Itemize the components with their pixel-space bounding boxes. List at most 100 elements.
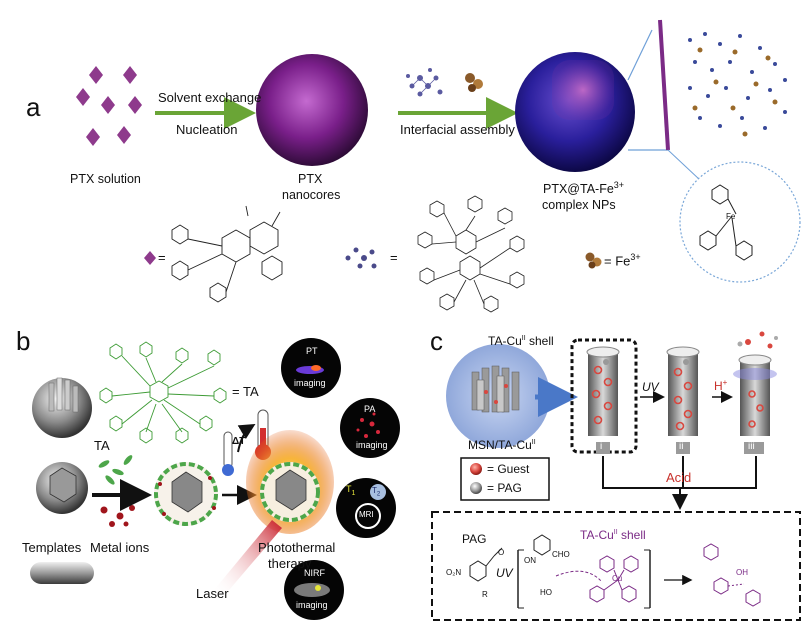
h-plus-sup: + [722, 378, 728, 387]
acid-bracket [602, 456, 757, 510]
t1-sub: 1 [351, 489, 356, 497]
panel-c-letter: c [430, 326, 443, 356]
ta-legend-cluster [345, 247, 377, 269]
photothermal-label-2: therapy [268, 556, 312, 571]
ta-equals-label: = TA [232, 384, 259, 399]
legend-eq-2: = [390, 250, 398, 265]
t2-sub: 2 [376, 491, 381, 498]
complex-label-1: PTX@TA-Fe3+ [543, 180, 624, 196]
product-chem-purple [703, 543, 761, 607]
ta-leaves [98, 455, 133, 485]
t1-label: T1 [346, 484, 355, 497]
mri-imaging-circle [336, 478, 396, 538]
panel-b-letter: b [16, 326, 31, 356]
step1-top-label: Solvent exchange [158, 90, 262, 105]
zoom-circle-chemistry [679, 161, 801, 283]
label-i-bg [596, 442, 610, 454]
guest-legend-label: = Guest [487, 462, 530, 476]
chem-oh-label: OH [736, 568, 748, 577]
photothermal-fire [246, 430, 334, 534]
metal-ion-dots [100, 505, 135, 527]
legend-eq-1: = [158, 250, 166, 265]
cu-label: Cu [612, 574, 623, 583]
ta-chem-structure [417, 195, 525, 313]
label-iii-bg [744, 442, 764, 454]
pt-imaging-circle [281, 338, 341, 398]
ta-cu-shell-sup: II [521, 335, 526, 342]
msn-ta-cu-label: MSN/TA-CuII [468, 438, 536, 452]
zoom-wedge [627, 19, 701, 181]
h-plus-label: H+ [714, 378, 727, 393]
step-iii-label: iii [748, 441, 755, 452]
nirf-top-label: NIRF [304, 568, 325, 578]
chem-o2n-label: O₂N [446, 568, 462, 577]
t2-text: T [372, 486, 377, 495]
msn-sphere [32, 377, 92, 438]
t1-text: T [346, 484, 352, 494]
mri-label: MRI [359, 510, 374, 519]
metal-ions-label: Metal ions [90, 540, 150, 555]
ptx-legend-diamond [144, 251, 156, 265]
complex-label-text: PTX@TA-Fe [543, 182, 614, 197]
pt-bottom-label: imaging [294, 378, 326, 388]
step2-label: Interfacial assembly [400, 122, 515, 137]
rod-template [30, 562, 94, 584]
step-ii-label: ii [679, 441, 684, 452]
laser-label: Laser [196, 586, 229, 601]
photothermal-label-1: Photothermal [258, 540, 336, 555]
mechanism-chem [469, 534, 651, 609]
laser-beam [214, 520, 282, 596]
box-shell-suffix: shell [617, 528, 646, 542]
chem-on-label: ON [524, 556, 536, 565]
acid-label: Acid [666, 470, 692, 485]
complex-label-2: complex NPs [542, 198, 616, 212]
fe-legend-icon [585, 252, 602, 269]
cube-template [36, 462, 88, 514]
panel-a-letter: a [26, 92, 41, 122]
ta-molecule-cluster-icon [406, 68, 443, 97]
legend-fe-label: = Fe3+ [604, 252, 641, 268]
pa-imaging-circle [340, 398, 400, 458]
legend-fe-sup: 3+ [630, 252, 641, 262]
ptx-nanocores-label-2: nanocores [282, 188, 341, 202]
templates-label: Templates [22, 540, 82, 555]
zoom-chem-structure [699, 184, 753, 261]
delta-t-label: ΔT [232, 436, 246, 447]
chem-cho-label: CHO [552, 550, 570, 559]
t2-label: T2 [372, 486, 380, 498]
ta-cu-shell-label: TA-CuII shell [488, 334, 554, 348]
chem-r-label: R [482, 590, 488, 599]
box-shell-sup: II [613, 529, 618, 536]
step-i-label: i [600, 441, 603, 452]
uv-label: UV [642, 380, 659, 394]
shell-molecule-scatter [688, 32, 787, 137]
label-ii-bg [676, 442, 690, 454]
ptx-nanocore-sphere [256, 54, 368, 166]
cu-complex-purple [589, 555, 639, 603]
ta-label: TA [94, 438, 110, 453]
h-plus-text: H [714, 379, 723, 393]
box-uv-label: UV [496, 566, 513, 580]
nirf-imaging-circle [284, 560, 344, 620]
msn-ta-cu-sup: II [531, 439, 536, 446]
pag-legend-label: = PAG [487, 481, 522, 495]
ptx-diamonds [76, 66, 142, 146]
pore-ii [666, 346, 700, 436]
pore-i [586, 346, 620, 436]
ptx-solution-label: PTX solution [70, 172, 141, 186]
box-shell-text: TA-Cu [580, 528, 614, 542]
ptx-nanocores-label-1: PTX [298, 172, 323, 186]
ptx-chem-structure [171, 205, 283, 303]
step1-bottom-label: Nucleation [176, 122, 238, 137]
complex-np-core-highlight [552, 60, 614, 120]
msn-ta-cu-text: MSN/TA-Cu [468, 438, 532, 452]
legend-box [460, 457, 550, 501]
ta-cu-shell-text: TA-Cu [488, 334, 522, 348]
pore-iii [733, 331, 778, 436]
pt-top-label: PT [306, 346, 318, 356]
fe-ion-icon [465, 73, 483, 92]
zoom-fe-label: Fe [726, 212, 736, 221]
mechanism-box [431, 511, 801, 621]
box-pag-label: PAG [462, 532, 487, 546]
